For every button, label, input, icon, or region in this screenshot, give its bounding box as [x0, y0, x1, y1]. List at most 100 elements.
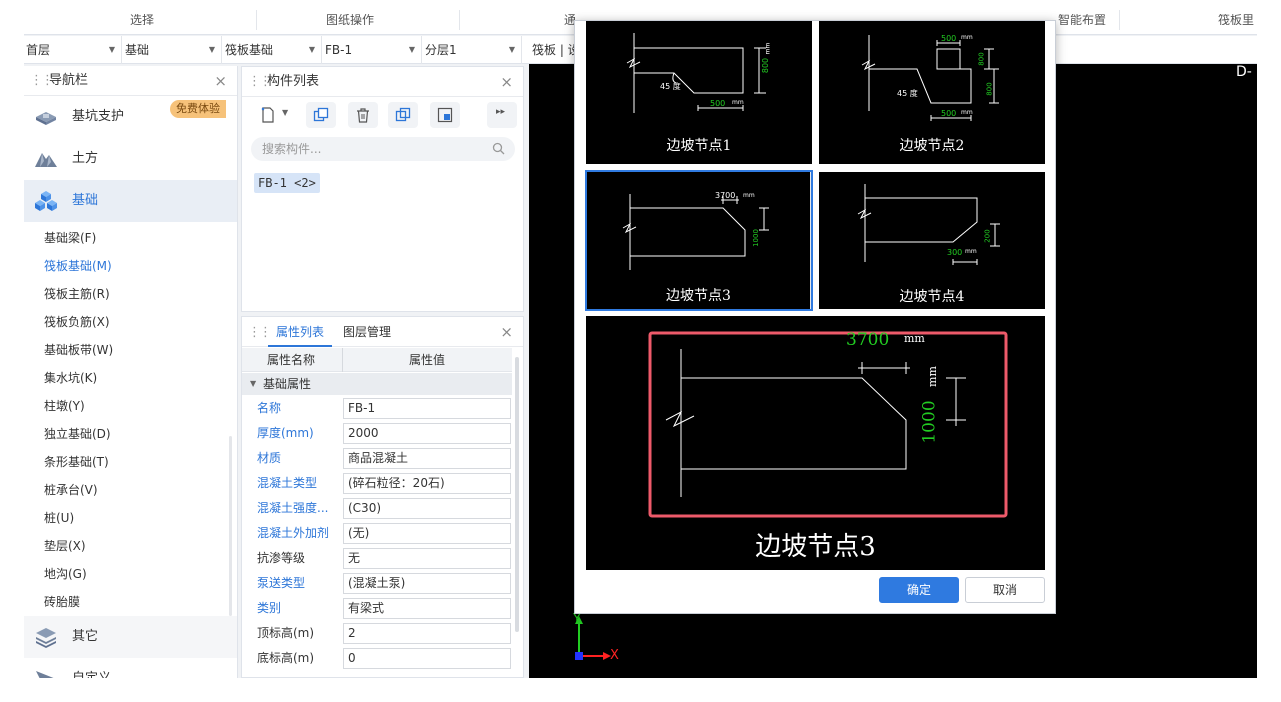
drag-handle-icon[interactable]: ⋮⋮ [248, 325, 272, 340]
slope-node-option-1[interactable]: 45 度 500 mm 800 mm 边坡节点1 [586, 21, 812, 164]
property-value-field[interactable]: (无) [343, 523, 511, 544]
nav-item-raft-foundation[interactable]: 筏板基础(M) [44, 259, 112, 273]
ribbon-item[interactable]: 图纸操作 [326, 14, 375, 25]
property-row: 混凝土外加剂 (无) [242, 521, 512, 546]
copy-component-button[interactable] [306, 102, 336, 128]
app-window: 选择 图纸操作 通 智能布置 筏板里 首层▼ 基础▼ 筏板基础▼ FB-1▼ 分… [24, 0, 1257, 678]
property-scrollbar[interactable] [515, 357, 519, 632]
property-value-field[interactable]: (C30) [343, 498, 511, 519]
layer-select[interactable]: 分层1▼ [423, 36, 522, 64]
nav-item-brick-mold[interactable]: 砖胎膜 [44, 595, 81, 609]
property-row: 名称 FB-1 [242, 396, 512, 421]
component-search-input[interactable] [251, 137, 481, 161]
nav-item-sump-pit[interactable]: 集水坑(K) [44, 371, 98, 385]
property-name[interactable]: 混凝土外加剂 [257, 526, 330, 540]
nav-item-isolated-footing[interactable]: 独立基础(D) [44, 427, 111, 441]
slope-node-caption: 边坡节点1 [666, 138, 732, 154]
property-name[interactable]: 混凝土强度... [257, 501, 329, 515]
nav-scrollbar[interactable] [229, 436, 232, 616]
duplicate-layer-button[interactable] [388, 102, 418, 128]
property-value-field[interactable]: 2 [343, 623, 511, 644]
slope-node-option-3[interactable]: 3700 mm 1000 边坡节点3 [585, 170, 813, 311]
floor-select[interactable]: 首层▼ [24, 36, 122, 64]
new-component-button[interactable]: ▼ [254, 102, 294, 128]
mode-select[interactable]: 筏板 | 设 [532, 43, 580, 57]
property-value-field[interactable]: 商品混凝土 [343, 448, 511, 469]
slope-node-caption: 边坡节点2 [899, 138, 965, 154]
nav-item-trench[interactable]: 地沟(G) [44, 567, 87, 581]
property-value-field[interactable]: 有梁式 [343, 598, 511, 619]
dropdown-caret-icon: ▼ [108, 45, 115, 54]
expand-toolbar-button[interactable]: ▸▸ [487, 102, 517, 128]
property-name[interactable]: 名称 [257, 401, 282, 415]
property-table-header: 属性名称 属性值 [242, 348, 512, 372]
dropdown-caret-icon: ▼ [208, 45, 215, 54]
double-chevron-right-icon: ▸▸ [496, 107, 506, 117]
property-value-field[interactable]: (碎石粒径：20石) [343, 473, 511, 494]
property-name[interactable]: 材质 [257, 451, 282, 465]
nav-item-foundation-strip[interactable]: 基础板带(W) [44, 343, 114, 357]
property-name[interactable]: 厚度(mm) [257, 426, 314, 440]
ribbon-item[interactable]: 筏板里 [1218, 14, 1255, 25]
nav-category-other[interactable]: 其它 [24, 616, 237, 658]
property-row: 混凝土强度... (C30) [242, 496, 512, 521]
property-value-field[interactable]: FB-1 [343, 398, 511, 419]
property-row: 材质 商品混凝土 [242, 446, 512, 471]
property-row: 类别 有梁式 [242, 596, 512, 621]
ribbon-item[interactable]: 选择 [130, 14, 155, 25]
dropdown-caret-icon: ▼ [308, 45, 315, 54]
tab-layer-management[interactable]: 图层管理 [343, 325, 392, 339]
nav-item-foundation-beam[interactable]: 基础梁(F) [44, 231, 97, 245]
canvas-corner-label: D- [1236, 64, 1252, 80]
nav-category-pit-support[interactable]: 基坑支护 [24, 96, 237, 138]
ok-button[interactable]: 确定 [879, 577, 959, 603]
nav-item-pile-cap[interactable]: 桩承台(V) [44, 483, 98, 497]
component-filter-icon [437, 107, 453, 123]
property-value-field[interactable]: 2000 [343, 423, 511, 444]
nav-category-earthwork[interactable]: 土方 [24, 138, 237, 180]
component-list-item[interactable]: FB-1 <2> [254, 173, 320, 193]
nav-item-strip-footing[interactable]: 条形基础(T) [44, 455, 109, 469]
component-type-select[interactable]: 基础▼ [123, 36, 222, 64]
property-name[interactable]: 混凝土类型 [257, 476, 318, 490]
nav-item-pile[interactable]: 桩(U) [44, 511, 75, 525]
property-name[interactable]: 类别 [257, 601, 282, 615]
trash-icon [357, 108, 369, 123]
slope-node-option-4[interactable]: 300 mm 200 边坡节点4 [819, 172, 1045, 309]
slope-node-4-drawing [857, 184, 1000, 265]
free-trial-badge[interactable]: 免费体验 [170, 100, 226, 118]
property-row: 顶标高(m)2 [242, 621, 512, 646]
slope-node-option-2[interactable]: 45 度 500 mm 500 mm 800 800 边坡节点2 [819, 21, 1045, 164]
drag-handle-icon[interactable]: ⋮⋮ [30, 73, 54, 88]
search-icon[interactable] [492, 142, 505, 155]
nav-category-foundation[interactable]: 基础 [24, 180, 237, 222]
nav-item-raft-negative-rebar[interactable]: 筏板负筋(X) [44, 315, 110, 329]
close-icon[interactable]: × [500, 323, 513, 341]
copy-icon [313, 107, 329, 122]
close-icon[interactable]: × [500, 73, 513, 91]
drag-handle-icon[interactable]: ⋮⋮ [248, 74, 272, 89]
collapse-caret-icon: ▼ [250, 379, 257, 388]
ribbon-item[interactable]: 通 [564, 14, 577, 25]
cancel-button[interactable]: 取消 [965, 577, 1045, 603]
property-row: 底标高(m)0 [242, 646, 512, 671]
property-value-field[interactable]: 无 [343, 548, 511, 569]
property-value-field[interactable]: (混凝土泵) [343, 573, 511, 594]
filter-component-button[interactable] [430, 102, 460, 128]
nav-item-column-pier[interactable]: 柱墩(Y) [44, 399, 85, 413]
close-icon[interactable]: × [214, 72, 227, 90]
nav-item-cushion[interactable]: 垫层(X) [44, 539, 86, 553]
axis-indicator [575, 616, 611, 660]
ribbon-item[interactable]: 智能布置 [1058, 14, 1107, 25]
nav-category-custom[interactable]: 自定义 [24, 658, 237, 678]
component-subtype-select[interactable]: 筏板基础▼ [223, 36, 322, 64]
dropdown-caret-icon: ▼ [508, 45, 515, 54]
delete-component-button[interactable] [348, 102, 378, 128]
property-group-header[interactable]: ▼ 基础属性 [242, 373, 512, 395]
earthwork-icon [35, 153, 57, 167]
component-select[interactable]: FB-1▼ [323, 36, 422, 64]
nav-item-raft-main-rebar[interactable]: 筏板主筋(R) [44, 287, 110, 301]
property-value-field[interactable]: 0 [343, 648, 511, 669]
tab-property-list[interactable]: 属性列表 [268, 317, 333, 347]
property-name[interactable]: 泵送类型 [257, 576, 306, 590]
